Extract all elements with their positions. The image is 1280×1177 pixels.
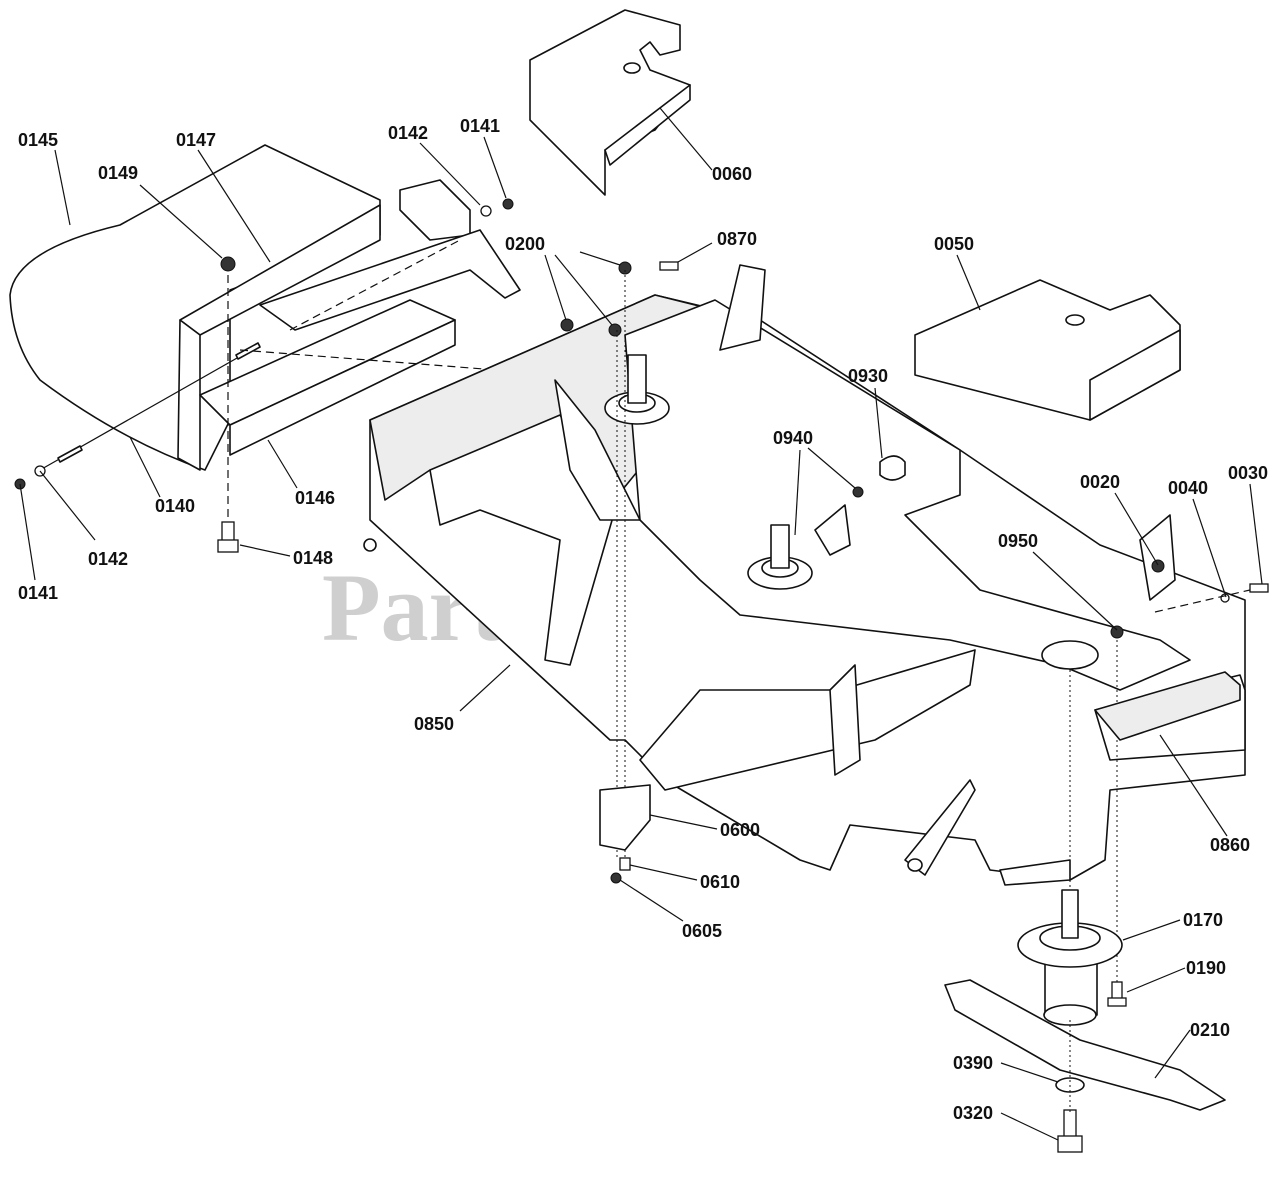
- callout-0141-bottom: 0141: [18, 583, 58, 603]
- washer-0142: [480, 205, 492, 217]
- spindle-left: [604, 354, 670, 425]
- belt-cover-0050: [914, 279, 1181, 421]
- callout-0060: 0060: [712, 164, 752, 184]
- callout-0140: 0140: [155, 496, 195, 516]
- nut-0141: [502, 198, 514, 210]
- belt-cover-0060: [529, 9, 691, 196]
- callout-labels: 0145 0147 0149 0142 0141 0060 0200 0870 …: [18, 116, 1268, 1123]
- callout-0860: 0860: [1210, 835, 1250, 855]
- spindle-center: [747, 524, 813, 590]
- callout-0950: 0950: [998, 531, 1038, 551]
- callout-0320: 0320: [953, 1103, 993, 1123]
- callout-0050: 0050: [934, 234, 974, 254]
- nut-0149: [220, 256, 236, 272]
- callout-0600: 0600: [720, 820, 760, 840]
- leader-lines: [19, 107, 1263, 1141]
- callout-0142-top: 0142: [388, 123, 428, 143]
- callout-0850: 0850: [414, 714, 454, 734]
- callout-0020: 0020: [1080, 472, 1120, 492]
- idler-0930: [879, 455, 906, 481]
- bolt-0030: [1249, 583, 1269, 593]
- spindle-opening: [1041, 640, 1099, 670]
- bolt-0870: [659, 261, 679, 271]
- callout-0605: 0605: [682, 921, 722, 941]
- callout-0940: 0940: [773, 428, 813, 448]
- callout-0870: 0870: [717, 229, 757, 249]
- callout-0030: 0030: [1228, 463, 1268, 483]
- callout-0149: 0149: [98, 163, 138, 183]
- callout-0610: 0610: [700, 872, 740, 892]
- callout-0142-bottom: 0142: [88, 549, 128, 569]
- discharge-chute: [9, 144, 381, 471]
- callout-0146: 0146: [295, 488, 335, 508]
- baffle-0600: [599, 784, 651, 851]
- callout-0200: 0200: [505, 234, 545, 254]
- callout-0040: 0040: [1168, 478, 1208, 498]
- callout-0930: 0930: [848, 366, 888, 386]
- callout-0210: 0210: [1190, 1020, 1230, 1040]
- callout-0148: 0148: [293, 548, 333, 568]
- callout-0147: 0147: [176, 130, 216, 150]
- callout-0170: 0170: [1183, 910, 1223, 930]
- callout-0145: 0145: [18, 130, 58, 150]
- rubber-pad-0860: [1094, 671, 1241, 741]
- callout-0390: 0390: [953, 1053, 993, 1073]
- callout-0190: 0190: [1186, 958, 1226, 978]
- spindle-assembly: [1017, 889, 1123, 1026]
- callout-0141-top: 0141: [460, 116, 500, 136]
- chute-frame: [199, 179, 521, 456]
